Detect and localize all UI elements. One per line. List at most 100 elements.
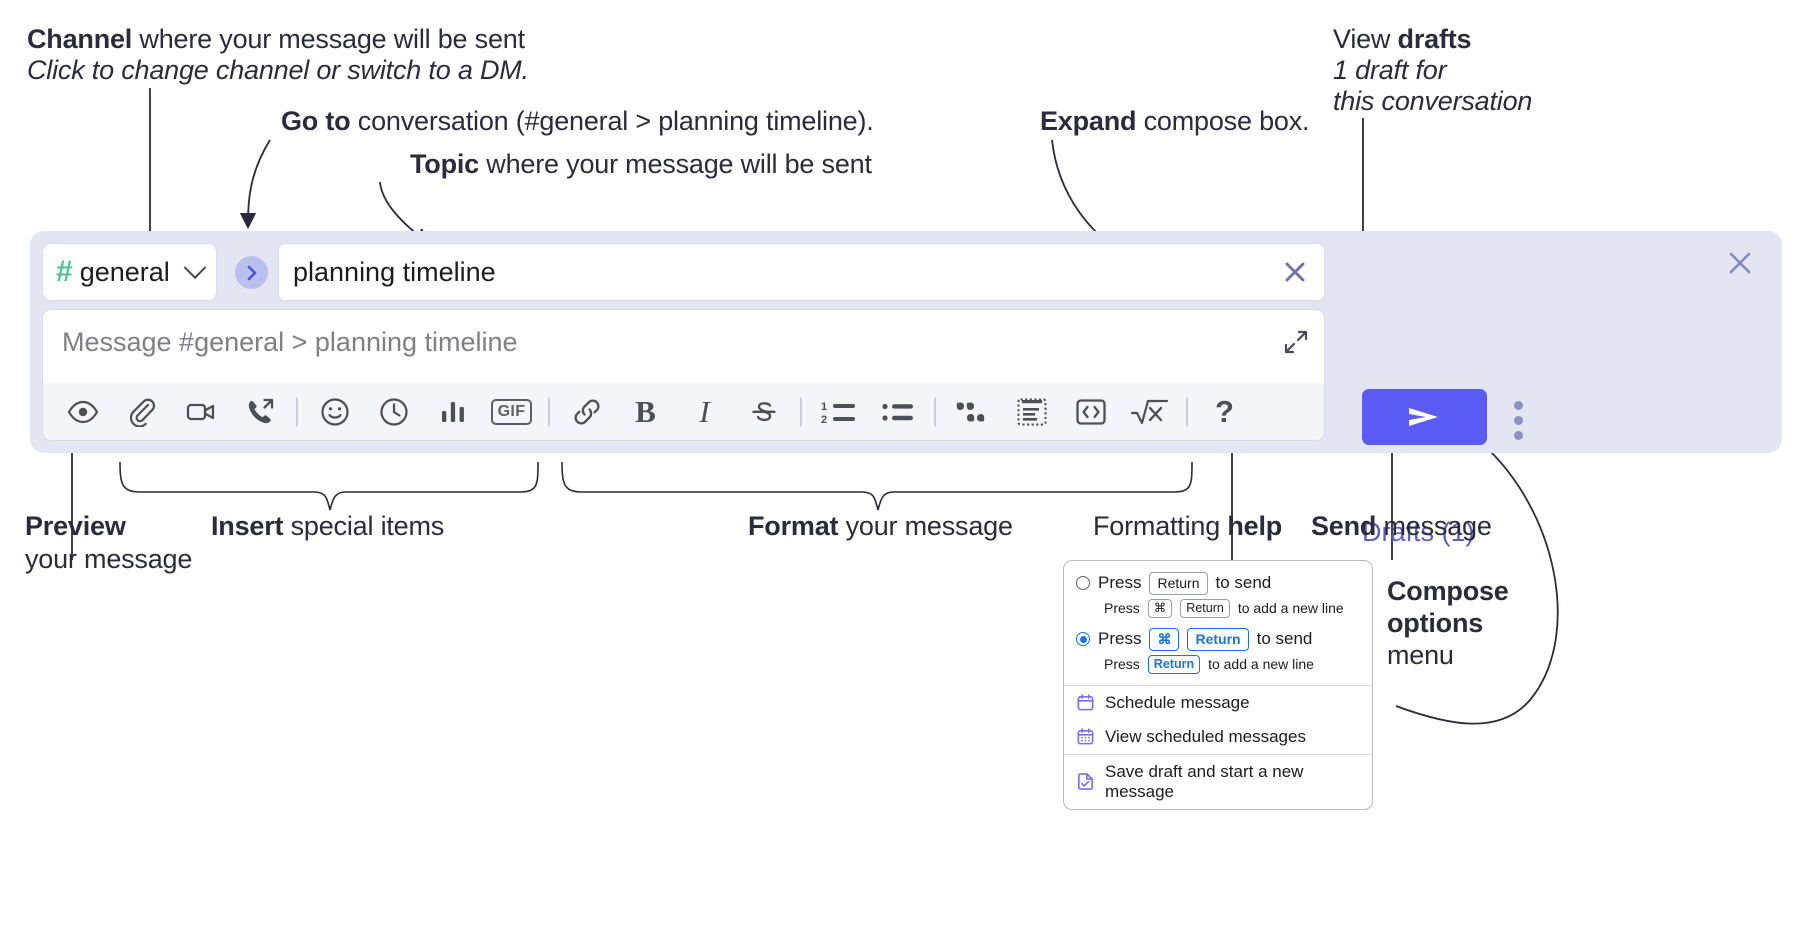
emoji-icon[interactable] — [305, 383, 364, 440]
italic-icon[interactable]: I — [675, 383, 734, 440]
annotation-channel-bold: Channel — [27, 24, 133, 54]
toolbar-separator — [296, 396, 298, 427]
italic-label: I — [699, 393, 710, 429]
bold-label: B — [635, 393, 656, 429]
channel-selector[interactable]: # general — [43, 244, 216, 300]
annotation-preview-sub-text: your message — [25, 544, 193, 574]
menu-divider — [1064, 753, 1372, 755]
formatting-toolbar: GIF B I — [43, 383, 1324, 440]
annotation-compose-options-2: options — [1387, 608, 1483, 640]
option1-sub-tail: to add a new line — [1237, 600, 1344, 617]
save-draft-icon — [1076, 772, 1095, 791]
option1-sub-press: Press — [1104, 600, 1140, 617]
help-icon[interactable]: ? — [1195, 383, 1254, 440]
topic-input[interactable]: planning timeline — [279, 244, 1324, 300]
attachment-icon[interactable] — [112, 383, 171, 440]
annotation-format-rest: your message — [838, 511, 1013, 541]
menu-item-schedule-message-label: Schedule message — [1105, 692, 1250, 712]
option2-sub-key-return: Return — [1147, 654, 1201, 674]
bulleted-list-icon[interactable] — [868, 383, 927, 440]
toolbar-separator — [800, 396, 802, 427]
kebab-dot — [1514, 416, 1523, 425]
annotation-preview-bold: Preview — [25, 511, 126, 541]
chevron-down-icon — [183, 256, 207, 280]
annotation-insert-bold: Insert — [211, 511, 284, 541]
option1-sub-key-cmd: ⌘ — [1147, 598, 1173, 618]
hash-icon: # — [56, 255, 73, 288]
clear-topic-icon[interactable] — [1280, 257, 1310, 287]
strikethrough-icon[interactable] — [734, 383, 793, 440]
annotation-compose-options-rest: menu — [1387, 640, 1454, 670]
drafts-link[interactable]: Drafts (1) — [1362, 517, 1475, 547]
inline-code-icon[interactable] — [1061, 383, 1120, 440]
send-option-cmd-return[interactable]: Press ⌘ Return to send — [1076, 627, 1360, 651]
bold-icon[interactable]: B — [616, 383, 675, 440]
message-placeholder: Message #general > planning timeline — [62, 327, 518, 357]
annotation-format-bold: Format — [748, 511, 839, 541]
annotation-channel-rest: where your message will be sent — [132, 24, 525, 54]
annotation-topic: Topic where your message will be sent — [410, 149, 872, 181]
link-icon[interactable] — [557, 383, 616, 440]
annotation-drafts-pre: View — [1333, 24, 1398, 54]
toolbar-separator — [548, 396, 550, 427]
send-shortcut-options: Press Return to send Press ⌘ Return to a… — [1064, 561, 1372, 685]
annotation-compose-options-1: Compose — [1387, 576, 1509, 608]
send-button[interactable] — [1362, 389, 1487, 445]
annotation-topic-bold: Topic — [410, 149, 479, 179]
expand-compose-icon[interactable] — [1282, 328, 1310, 361]
annotation-goto: Go to conversation (#general > planning … — [281, 106, 874, 138]
go-to-conversation-button[interactable] — [235, 256, 268, 289]
annotation-expand: Expand compose box. — [1040, 106, 1310, 138]
kebab-dot — [1514, 401, 1523, 410]
annotation-help-bold: help — [1227, 511, 1283, 541]
menu-item-save-draft[interactable]: Save draft and start a new message — [1064, 755, 1372, 809]
annotation-send-rest: message — [1376, 511, 1492, 541]
code-block-icon[interactable] — [1002, 383, 1061, 440]
toolbar-separator — [934, 396, 936, 427]
help-label: ? — [1215, 393, 1234, 429]
annotation-drafts-sub2: this conversation — [1333, 86, 1532, 118]
compose-options-menu: Press Return to send Press ⌘ Return to a… — [1063, 560, 1373, 810]
compose-panel: # general planning timeline — [30, 231, 1782, 547]
menu-item-view-scheduled[interactable]: View scheduled messages — [1064, 720, 1372, 754]
gif-icon[interactable]: GIF — [482, 383, 541, 440]
annotation-expand-bold: Expand — [1040, 106, 1137, 136]
annotation-compose-options-bold1: Compose — [1387, 576, 1509, 606]
annotation-send: Send message — [1311, 511, 1492, 543]
annotation-insert-rest: special items — [283, 511, 445, 541]
math-icon[interactable] — [1120, 383, 1179, 440]
option1-press-label: Press — [1098, 573, 1142, 593]
toolbar-separator — [1186, 396, 1188, 427]
channel-name-label: general — [79, 256, 170, 287]
option1-key: Return — [1149, 572, 1208, 595]
compose-header-row: # general planning timeline — [43, 244, 1324, 300]
option2-sub-press: Press — [1104, 656, 1140, 673]
blockquote-icon[interactable] — [943, 383, 1002, 440]
annotation-drafts-sub1: 1 draft for — [1333, 55, 1447, 87]
clock-icon[interactable] — [364, 383, 423, 440]
annotation-goto-bold: Go to — [281, 106, 351, 136]
preview-icon[interactable] — [53, 383, 112, 440]
option1-tail-label: to send — [1215, 573, 1272, 593]
annotation-help-pre: Formatting — [1093, 511, 1228, 541]
radio-selected-icon[interactable] — [1076, 632, 1090, 647]
audio-call-icon[interactable] — [230, 383, 289, 440]
video-icon[interactable] — [171, 383, 230, 440]
close-icon[interactable] — [1724, 247, 1756, 284]
compose-options-button[interactable] — [1514, 401, 1523, 440]
annotation-channel: Channel where your message will be sent — [27, 24, 525, 56]
radio-unselected-icon[interactable] — [1076, 576, 1090, 591]
menu-item-schedule-message[interactable]: Schedule message — [1064, 686, 1372, 720]
option2-key-cmd: ⌘ — [1149, 627, 1180, 651]
send-option-return[interactable]: Press Return to send — [1076, 572, 1360, 595]
option1-sub-key-return: Return — [1180, 598, 1230, 618]
poll-icon[interactable] — [423, 383, 482, 440]
ordered-list-icon[interactable]: 1 2 — [809, 383, 868, 440]
annotation-channel-sub-text: Click to change channel or switch to a D… — [27, 55, 529, 85]
annotation-format: Format your message — [748, 511, 1013, 543]
annotation-preview-sub: your message — [25, 544, 192, 576]
message-input-box[interactable]: Message #general > planning timeline — [43, 310, 1324, 440]
option2-tail-label: to send — [1256, 629, 1313, 649]
annotation-topic-rest: where your message will be sent — [479, 149, 872, 179]
